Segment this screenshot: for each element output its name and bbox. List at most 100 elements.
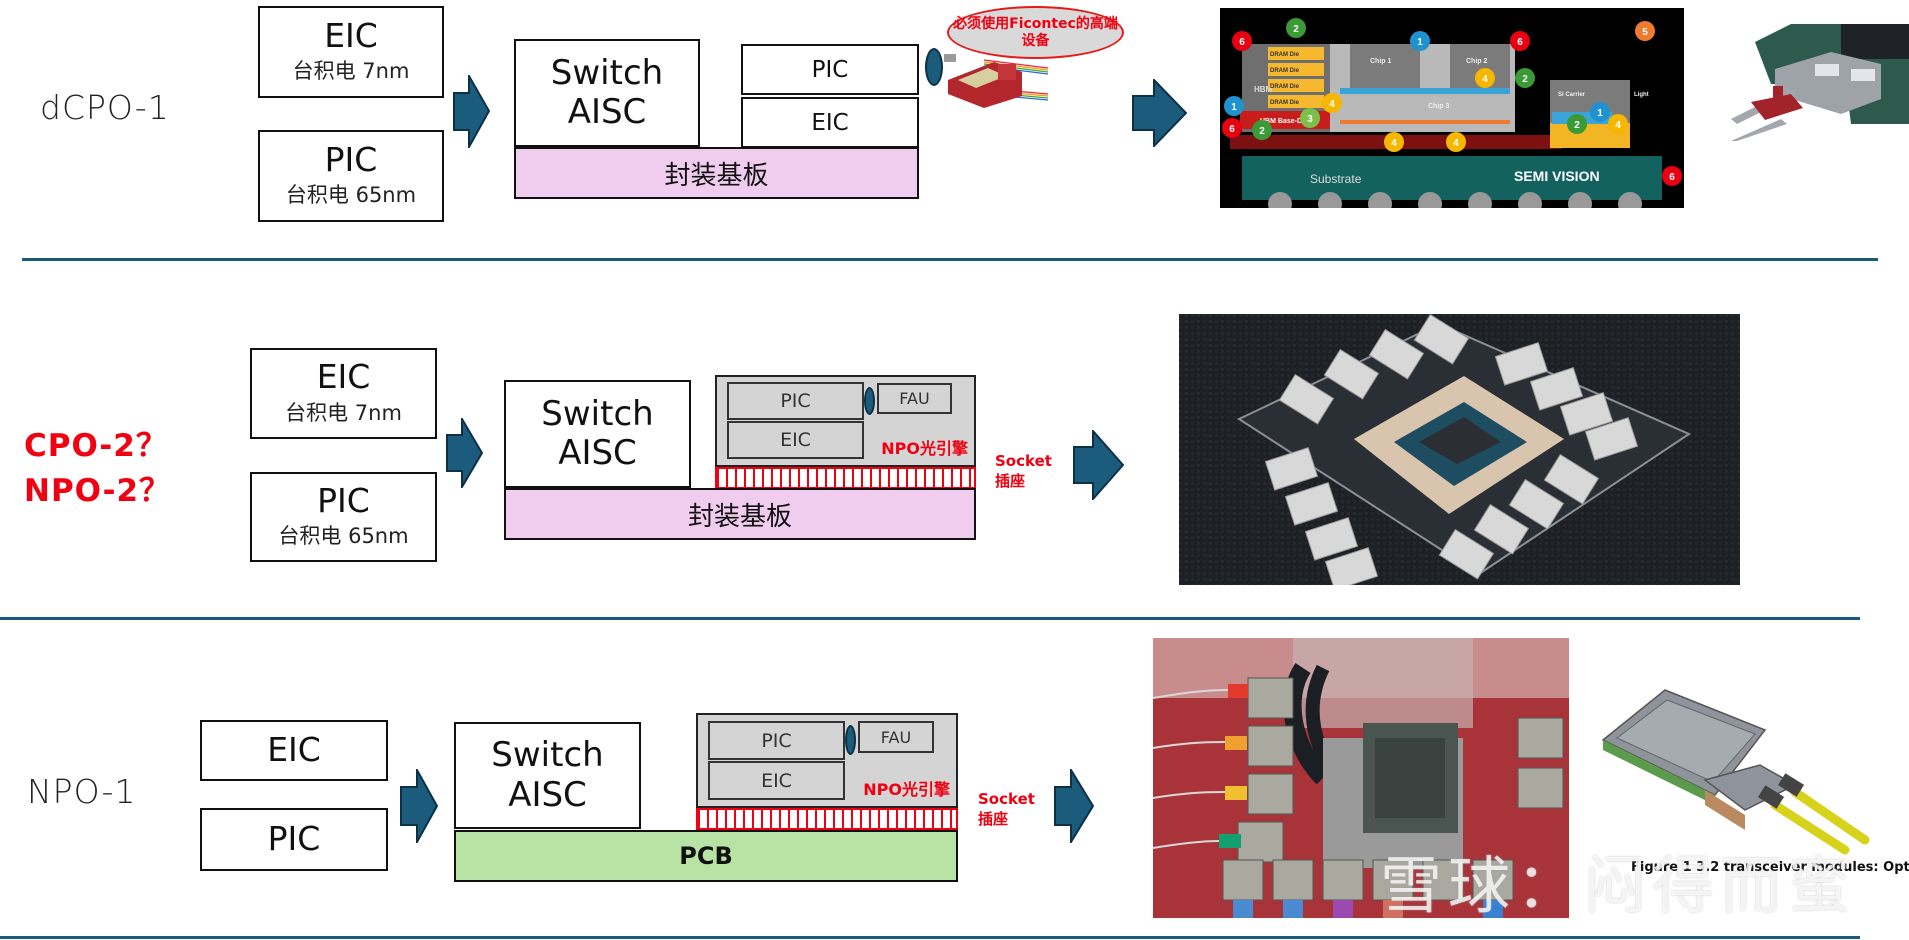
package-cross-section-image: HBM DRAM Die DRAM Die DRAM Die DRAM Die … [1220, 8, 1684, 208]
watermark: 雪球：闷得而蜜 [1380, 849, 1857, 922]
pic-title: PIC [267, 819, 321, 859]
section-divider [0, 617, 1860, 620]
svg-text:Si Carrier: Si Carrier [1558, 92, 1586, 98]
section-divider [22, 258, 1878, 261]
switch-asic-box: Switch AISC [514, 39, 700, 147]
pic-foundry: 台积电 65nm [285, 183, 417, 208]
svg-text:Chip 2: Chip 2 [1466, 58, 1487, 65]
svg-text:4: 4 [1453, 138, 1459, 149]
right-arrow-icon [400, 769, 438, 843]
cpo-switch-photo [1179, 314, 1740, 585]
right-arrow-icon [446, 418, 483, 488]
svg-text:2: 2 [1293, 24, 1299, 35]
svg-text:Chip 1: Chip 1 [1370, 58, 1391, 65]
socket-label-en: Socket [995, 452, 1052, 470]
right-arrow-icon [1132, 79, 1187, 147]
npo-engine-label: NPO光引擎 [881, 439, 968, 458]
switch-line-1: Switch [541, 393, 654, 434]
npo-engine-label: NPO光引擎 [863, 780, 950, 799]
npo-board-photo [1153, 638, 1569, 918]
switch-asic-box: Switch AISC [504, 380, 691, 488]
eic-input-box: EIC [200, 720, 388, 781]
socket-connector [715, 467, 976, 489]
svg-text:2: 2 [1522, 74, 1528, 85]
hbm-label: HBM [1254, 85, 1273, 94]
fau-box: FAU [877, 383, 952, 414]
eic-die: EIC [741, 97, 919, 148]
eic-die: EIC [708, 761, 845, 800]
pic-input-box: PIC [200, 808, 388, 871]
row-label-cpo-2: CPO-2？ [24, 428, 168, 464]
svg-text:1: 1 [1597, 108, 1603, 119]
lens-icon [864, 387, 875, 415]
eic-die-label: EIC [780, 429, 811, 451]
eic-die: EIC [727, 421, 864, 459]
switch-line-1: Switch [550, 52, 664, 93]
lens-icon [925, 48, 943, 86]
pic-die: PIC [727, 382, 864, 420]
ficontec-callout: 必须使用Ficontec的高端设备 [947, 6, 1124, 59]
socket-label-zh: 插座 [978, 809, 1009, 828]
svg-text:4: 4 [1391, 138, 1397, 149]
svg-text:4: 4 [1329, 99, 1335, 110]
svg-text:6: 6 [1517, 37, 1523, 48]
pic-input-box: PIC 台积电 65nm [258, 130, 444, 222]
svg-text:4: 4 [1482, 74, 1488, 85]
svg-text:4: 4 [1615, 120, 1621, 131]
svg-text:2: 2 [1259, 126, 1265, 137]
connector-render-image [1731, 24, 1909, 141]
pic-die: PIC [741, 44, 919, 95]
package-substrate: 封装基板 [504, 488, 976, 540]
eic-foundry: 台积电 7nm [285, 400, 402, 425]
eic-die-label: EIC [761, 769, 792, 792]
switch-line-2: AISC [558, 433, 637, 473]
fau-label: FAU [880, 727, 912, 747]
eic-foundry: 台积电 7nm [292, 59, 410, 84]
substrate-label: 封装基板 [687, 501, 792, 532]
transceiver-module-render [1595, 670, 1909, 860]
socket-label-zh: 插座 [995, 471, 1026, 490]
substrate-label: 封装基板 [664, 160, 769, 191]
pic-die-label: PIC [780, 390, 811, 412]
row-label-npo-1: NPO-1 [27, 772, 137, 811]
pic-foundry: 台积电 65nm [278, 524, 409, 549]
pic-die-label: PIC [811, 56, 849, 83]
pcb-board: PCB [454, 830, 958, 882]
switch-line-1: Switch [491, 735, 604, 776]
pic-input-box: PIC 台积电 65nm [250, 472, 437, 562]
svg-text:DRAM Die: DRAM Die [1270, 68, 1300, 74]
svg-text:Light: Light [1634, 92, 1649, 98]
eic-input-box: EIC 台积电 7nm [258, 6, 444, 98]
eic-title: EIC [267, 730, 321, 770]
figure-caption: Figure 1 3.2 transceiver modules: Optica [1631, 860, 1909, 875]
switch-asic-box: Switch AISC [454, 722, 641, 829]
svg-text:Chip 3: Chip 3 [1428, 103, 1449, 110]
row-label-npo-2: NPO-2？ [24, 473, 172, 509]
eic-die-label: EIC [811, 109, 849, 136]
fau-label: FAU [899, 389, 930, 408]
eic-title: EIC [324, 15, 378, 55]
svg-text:DRAM Die: DRAM Die [1270, 84, 1300, 90]
fau-connector-image [944, 54, 1048, 108]
pic-die-label: PIC [761, 729, 792, 752]
pic-title: PIC [317, 480, 370, 520]
svg-text:DRAM Die: DRAM Die [1270, 52, 1300, 58]
section-divider [0, 936, 1860, 939]
socket-label-en: Socket [978, 790, 1035, 808]
svg-text:HBM Base-Die: HBM Base-Die [1260, 118, 1308, 125]
svg-text:6: 6 [1229, 124, 1235, 135]
fau-box: FAU [858, 721, 934, 753]
pic-title: PIC [324, 139, 378, 179]
pcb-label: PCB [679, 842, 733, 870]
npo-optical-engine-module: PIC EIC FAU NPO光引擎 [715, 375, 976, 467]
npo-optical-engine-module: PIC EIC FAU NPO光引擎 [696, 713, 958, 808]
lens-icon [845, 725, 856, 755]
svg-text:6: 6 [1669, 172, 1675, 183]
svg-text:6: 6 [1239, 37, 1245, 48]
svg-text:1: 1 [1417, 37, 1423, 48]
svg-text:3: 3 [1307, 114, 1313, 125]
socket-label: Socket 插座 [978, 790, 1035, 829]
switch-line-2: AISC [508, 774, 587, 815]
package-substrate: 封装基板 [514, 147, 919, 199]
right-arrow-icon [1073, 430, 1124, 500]
